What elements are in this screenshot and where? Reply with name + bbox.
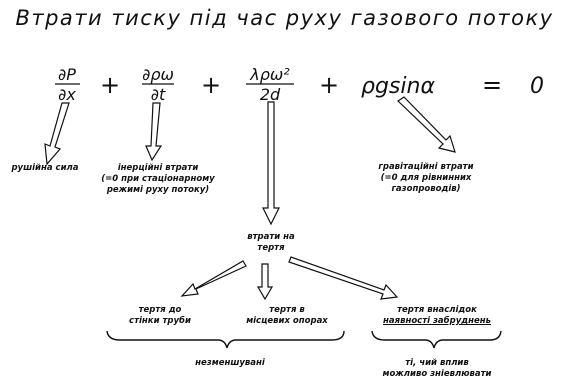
wall-friction-line-2: стінки труби xyxy=(129,316,191,326)
arrow-to-friction-losses xyxy=(262,101,280,226)
brace-reducible xyxy=(371,330,502,349)
deposits-line-1: тертя внаслідок xyxy=(397,305,477,315)
gravitational-line-3: газопроводів) xyxy=(391,184,461,194)
wall-friction-line-1: тертя до xyxy=(138,305,182,315)
label-wall-friction: тертя до стінки труби xyxy=(110,305,210,327)
term1-denominator: ∂x xyxy=(58,85,76,104)
label-local-friction: тертя в місцевих опорах xyxy=(232,305,342,327)
plus-sign-2: + xyxy=(201,71,221,99)
term3-denominator: 2d xyxy=(260,85,281,104)
friction-line-1: втрати на xyxy=(247,232,295,242)
label-driving-force: рушійна сила xyxy=(6,163,84,174)
equals-sign: = xyxy=(482,71,502,99)
label-gravitational-losses: гравітаційні втрати (=0 для рівнинних га… xyxy=(356,162,496,195)
gravitational-line-2: (=0 для рівнинних xyxy=(380,173,472,183)
inertial-line-3: режимі руху потоку) xyxy=(106,185,210,195)
plus-sign-3: + xyxy=(319,71,339,99)
label-deposits-friction: тертя внаслідок наявності забруднень xyxy=(372,305,502,327)
label-unremovable: незменшувані xyxy=(170,358,290,369)
term2-denominator: ∂t xyxy=(151,85,166,104)
inertial-line-1: інерційні втрати xyxy=(117,163,199,173)
brace-unremovable xyxy=(106,330,345,349)
equation: ∂P ∂x + ∂ρω ∂t + λρω² 2d + ρgsinα = 0 xyxy=(55,65,544,104)
arrow-to-deposits xyxy=(288,256,399,300)
term2-numerator: ∂ρω xyxy=(142,65,174,84)
arrow-to-inertial xyxy=(145,102,163,162)
local-friction-line-1: тертя в xyxy=(269,305,305,315)
friction-line-2: тертя xyxy=(257,243,285,253)
reducible-line-1: ті, чий вплив xyxy=(405,358,469,368)
arrow-to-gravitational xyxy=(397,96,456,153)
label-inertial-losses: інерційні втрати (=0 при стаціонарному р… xyxy=(88,163,228,196)
deposits-line-2: наявності забруднень xyxy=(383,316,491,326)
label-friction-losses: втрати на тертя xyxy=(226,232,316,254)
term3-numerator: λρω² xyxy=(249,65,290,84)
label-reducible: ті, чий вплив можливо зніевлювати xyxy=(372,358,502,380)
equation-rhs: 0 xyxy=(530,74,544,99)
arrow-to-driving-force xyxy=(44,102,70,166)
term1-numerator: ∂P xyxy=(58,65,76,84)
arrow-to-wall-friction xyxy=(180,260,247,297)
unremovable-text: незменшувані xyxy=(195,358,265,368)
arrow-to-local-friction xyxy=(256,263,274,301)
plus-sign-1: + xyxy=(100,71,120,99)
label-driving-force-text: рушійна сила xyxy=(11,163,79,173)
local-friction-line-2: місцевих опорах xyxy=(246,316,328,326)
diagram-title: Втрати тиску під час руху газового поток… xyxy=(15,6,554,30)
inertial-line-2: (=0 при стаціонарному xyxy=(101,174,215,184)
term4: ρgsinα xyxy=(361,74,435,99)
gravitational-line-1: гравітаційні втрати xyxy=(378,162,474,172)
reducible-line-2: можливо зніевлювати xyxy=(382,369,492,379)
